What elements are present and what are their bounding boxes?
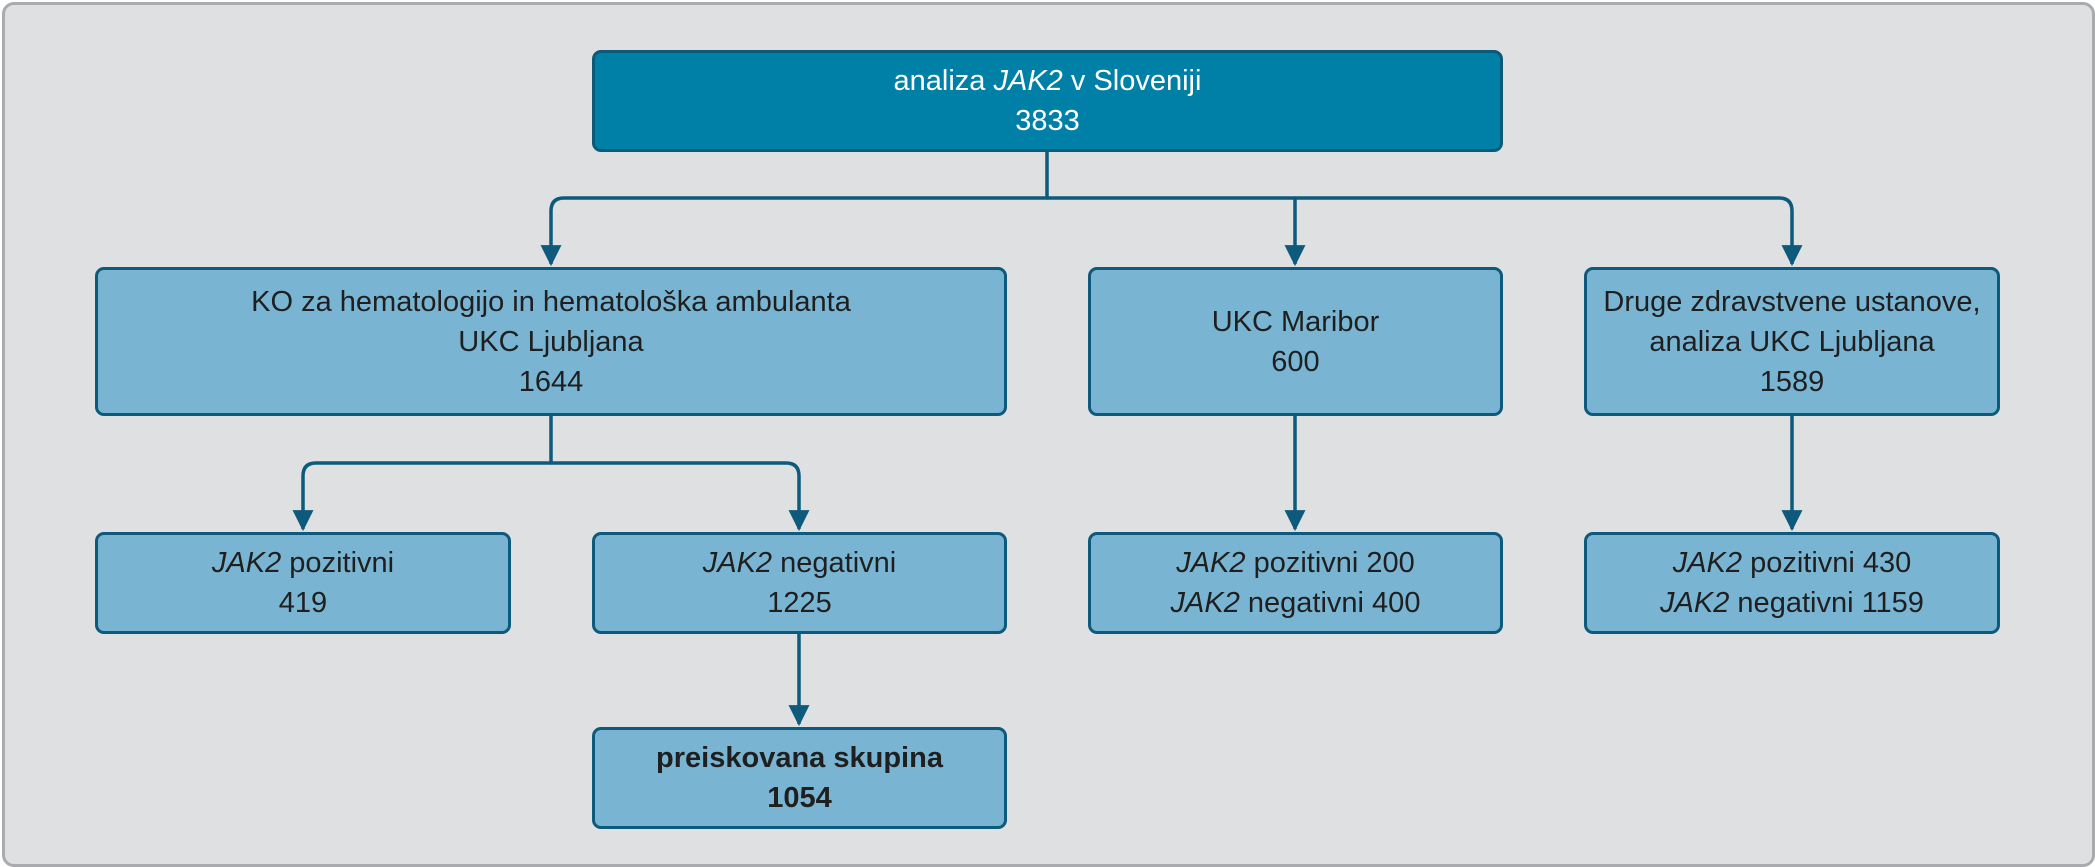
node-ljubljana-jak2-positive: JAK2 pozitivni 419 [95,532,511,634]
study-group-label: preiskovana skupina [656,742,943,774]
lj-negative-label: JAK2 negativni [703,543,896,583]
other-positive-text: pozitivni 430 [1742,547,1912,579]
lj-positive-gene: JAK2 [211,547,282,579]
node-ljubljana-jak2-negative: JAK2 negativni 1225 [592,532,1007,634]
lj-negative-text: negativni [772,547,897,579]
lj-positive-text: pozitivni [281,547,395,579]
mb-negative-line: JAK2 negativni 400 [1171,583,1421,623]
connector-root-to-ljubljana [540,152,1049,267]
mb-negative-text: negativni 400 [1239,587,1421,619]
root-title-pre: analiza [893,65,994,97]
node-other-institutions: Druge zdravstvene ustanove, analiza UKC … [1584,267,2000,416]
mb-positive-gene: JAK2 [1176,547,1246,579]
connector-root-to-maribor [1047,196,1306,267]
connector-ljubljana-to-negative [551,461,810,532]
other-line2: analiza UKC Ljubljana [1649,325,1935,358]
root-title: analiza JAK2 v Sloveniji [894,61,1202,101]
maribor-line1: UKC Maribor [1211,305,1380,338]
node-other-results: JAK2 pozitivni 430 JAK2 negativni 1159 [1584,532,2000,634]
lj-positive-label: JAK2 pozitivni [212,543,394,583]
root-title-gene: JAK2 [993,65,1063,97]
other-count: 1589 [1759,365,1825,398]
connector-root-to-other [1295,196,1803,267]
node-maribor-results: JAK2 pozitivni 200 JAK2 negativni 400 [1088,532,1503,634]
other-line1: Druge zdravstvene ustanove, [1603,285,1981,318]
ljubljana-count: 1644 [518,365,584,398]
lj-negative-count: 1225 [767,587,832,619]
root-count: 3833 [1015,105,1080,137]
ljubljana-line2: UKC Ljubljana [458,325,644,358]
mb-positive-text: pozitivni 200 [1245,547,1415,579]
ljubljana-line1: KO za hematologijo in hematološka ambula… [251,285,851,318]
node-study-group: preiskovana skupina 1054 [592,727,1007,829]
node-ukc-maribor: UKC Maribor 600 [1088,267,1503,416]
node-jak2-analysis-slovenia: analiza JAK2 v Sloveniji 3833 [592,50,1503,152]
other-positive-line: JAK2 pozitivni 430 [1673,543,1912,583]
maribor-count: 600 [1271,345,1320,378]
mb-positive-line: JAK2 pozitivni 200 [1176,543,1415,583]
other-negative-text: negativni 1159 [1729,587,1924,619]
lj-positive-count: 419 [278,587,328,619]
study-group-count: 1054 [767,782,832,814]
other-negative-line: JAK2 negativni 1159 [1660,583,1924,623]
lj-negative-gene: JAK2 [702,547,773,579]
other-positive-gene: JAK2 [1672,547,1743,579]
mb-negative-gene: JAK2 [1170,587,1240,619]
node-ukc-ljubljana: KO za hematologijo in hematološka ambula… [95,267,1007,416]
connector-ljubljana-to-positive [292,415,553,532]
root-title-post: v Sloveniji [1062,65,1202,97]
other-negative-gene: JAK2 [1660,587,1730,619]
